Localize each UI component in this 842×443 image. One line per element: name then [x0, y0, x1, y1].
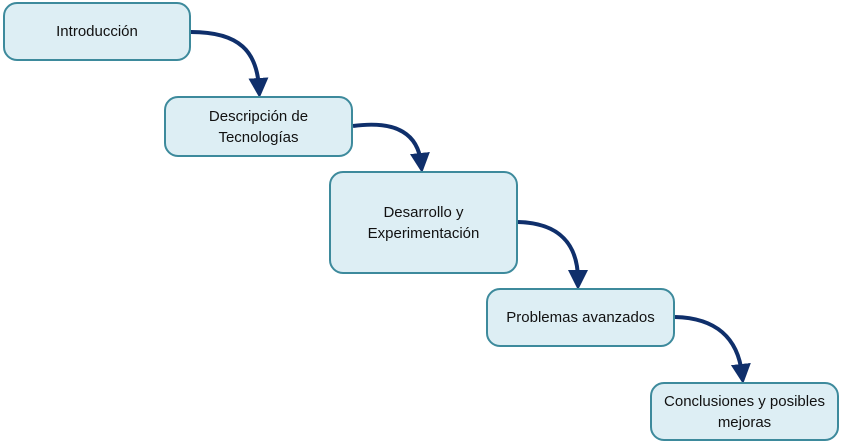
- flow-arrow-4: [674, 315, 751, 384]
- step-label: Desarrollo y Experimentación: [367, 203, 480, 242]
- step-label: Introducción: [56, 23, 138, 40]
- step-label: Conclusiones y posibles mejoras: [664, 392, 825, 431]
- flow-arrow-3: [517, 220, 588, 290]
- flow-arrow-2: [352, 122, 430, 173]
- step-box-introduccion: Introducción: [3, 2, 191, 61]
- step-label: Problemas avanzados: [506, 309, 655, 326]
- step-box-conclusiones: Conclusiones y posibles mejoras: [650, 382, 839, 441]
- flow-arrow-1: [190, 30, 269, 98]
- step-box-problemas-avanzados: Problemas avanzados: [486, 288, 675, 347]
- step-box-descripcion-tecnologias: Descripción de Tecnologías: [164, 96, 353, 157]
- step-box-desarrollo-experimentacion: Desarrollo y Experimentación: [329, 171, 518, 274]
- step-label: Descripción de Tecnologías: [208, 107, 309, 146]
